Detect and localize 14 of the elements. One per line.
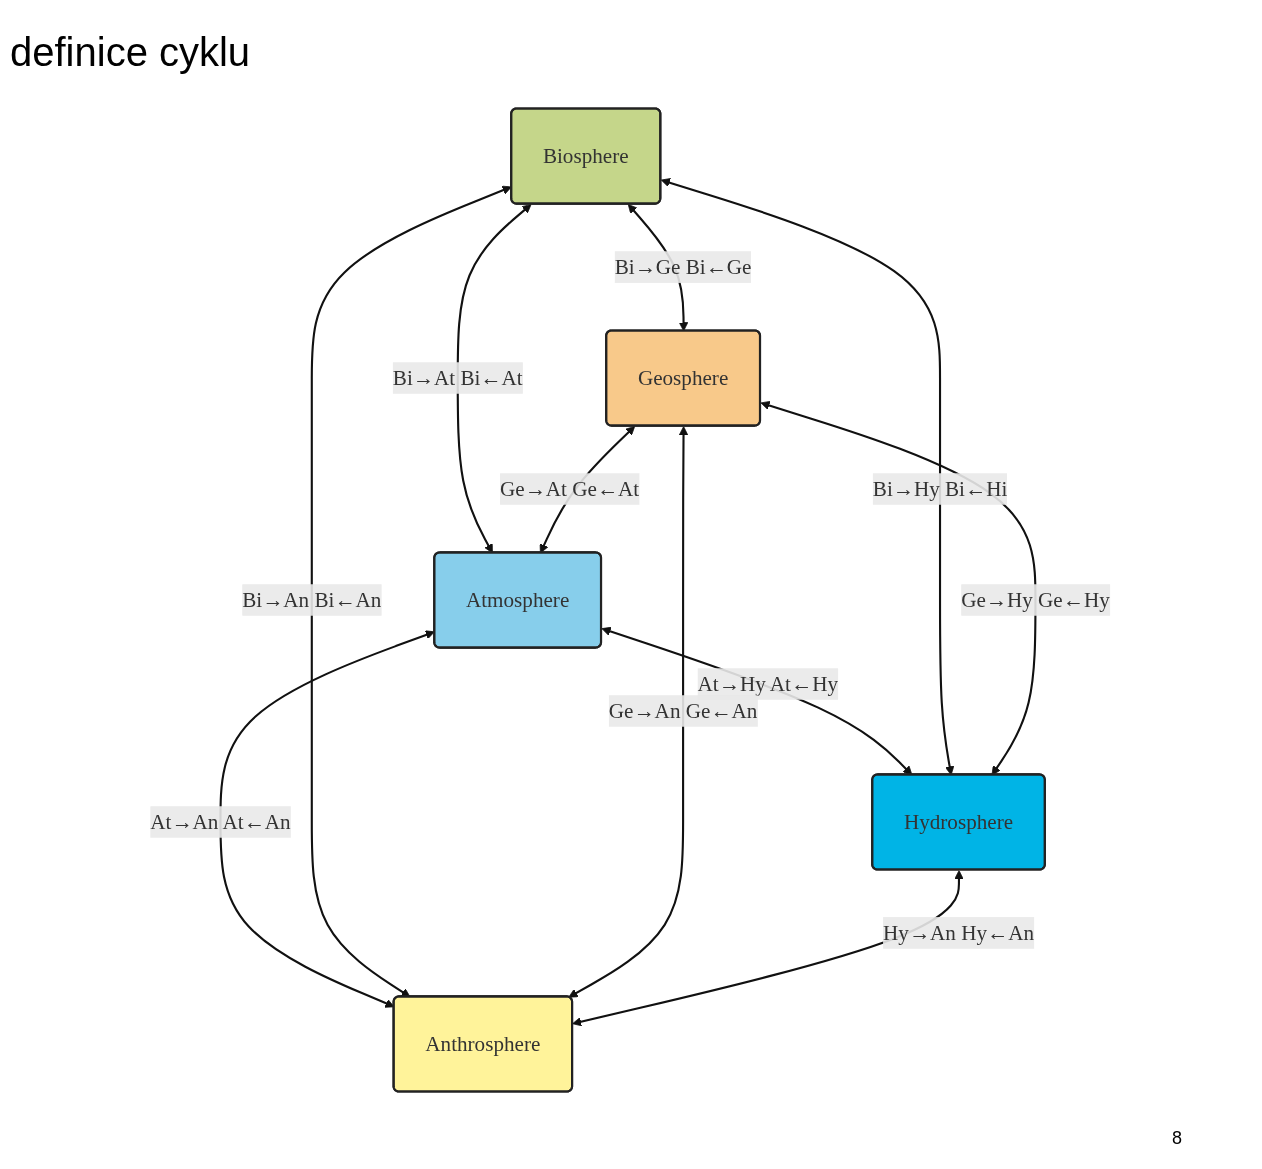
edge-label: Bi→Hy Bi←Hi [872,477,1008,501]
edge-label: Ge→Hy Ge←Hy [961,588,1110,612]
arrow [219,630,435,1008]
edge-label: Bi→Ge Bi←Ge [614,255,752,279]
edge-label: At→An At←An [150,810,291,834]
edge-label: Ge→At Ge←At [500,477,640,501]
edge-label: Ge→An Ge←An [608,699,758,723]
edge-label: Hy→An Hy←An [883,921,1034,945]
arrow [568,426,689,998]
edge-label: Bi→An Bi←An [242,588,382,612]
edge-label: At→Hy At←Hy [697,672,838,696]
page-number: 8 [1172,1128,1182,1148]
title: definice cyklu [10,30,251,75]
edge-label: Bi→At Bi←At [392,366,523,390]
